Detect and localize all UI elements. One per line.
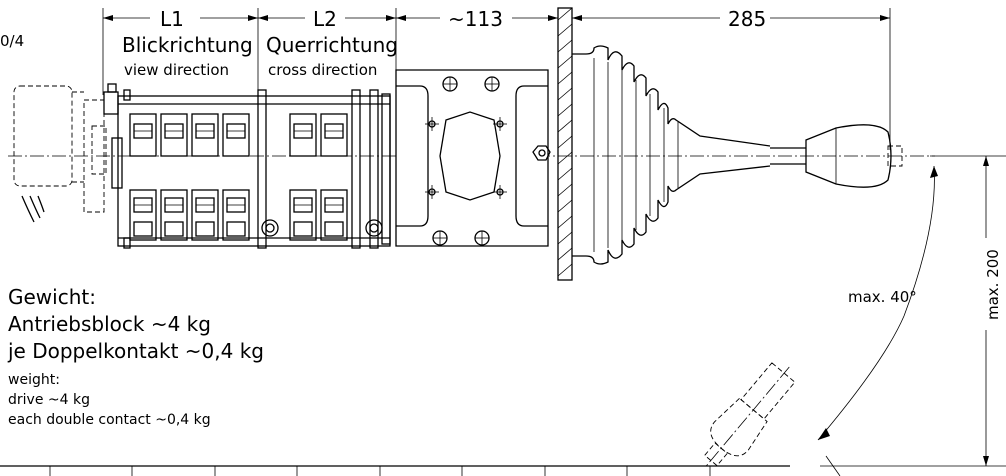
weight-drive-en: drive ~4 kg	[8, 392, 90, 408]
lever-and-knob	[770, 124, 903, 188]
tilted-lever-dashed	[704, 362, 796, 467]
label-max-40: max. 40°	[848, 288, 917, 306]
weight-drive-de: Antriebsblock ~4 kg	[8, 312, 211, 336]
dim-partial-left: 0/4	[0, 32, 24, 50]
label-view-direction-de: Blickrichtung	[122, 33, 253, 57]
contact-modules	[129, 113, 383, 241]
dim-l1: L1	[160, 7, 184, 31]
weight-contact-de: je Doppelkontakt ~0,4 kg	[7, 339, 264, 363]
angle-arc	[817, 165, 938, 441]
title-block-border	[0, 465, 790, 476]
dim-l2: L2	[313, 7, 337, 31]
drive-block	[395, 69, 551, 247]
dimension-lines	[102, 8, 891, 150]
rubber-bellows	[572, 45, 771, 265]
dim-285: 285	[728, 7, 766, 31]
label-max-200: max. 200	[984, 249, 1002, 320]
dimension-max-200	[820, 155, 1006, 476]
label-view-direction-en: view direction	[124, 61, 229, 79]
weight-heading-de: Gewicht:	[8, 285, 96, 309]
weight-heading-en: weight:	[8, 372, 60, 388]
mounting-plate	[557, 7, 573, 281]
label-cross-direction-de: Querrichtung	[266, 33, 398, 57]
contact-block	[117, 89, 391, 249]
dim-113: ~113	[448, 7, 503, 31]
connector-housing-dashed	[13, 83, 123, 223]
weight-contact-en: each double contact ~0,4 kg	[8, 412, 211, 428]
label-cross-direction-en: cross direction	[268, 61, 377, 79]
